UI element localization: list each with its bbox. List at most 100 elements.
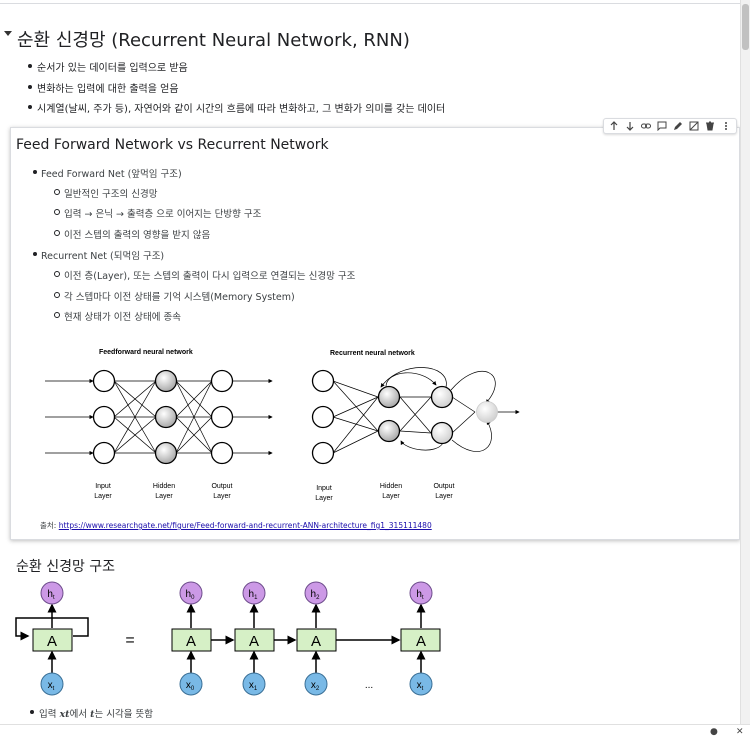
sub-bullet-item: 각 스텝마다 이전 상태를 기억 시스템(Memory System) (54, 289, 295, 303)
ff-figure-title: Feedforward neural network (99, 349, 193, 356)
x-node-label: x (311, 680, 316, 691)
x-node-sub: t (422, 686, 424, 692)
rn-input-label-2: Layer (315, 495, 333, 502)
rn-input-label-1: Input (316, 485, 332, 492)
cell-a-label: A (47, 633, 57, 650)
rnn-unrolled-diagram: A ht xt = A h0 x0 (15, 581, 441, 696)
h-node-label: h (311, 589, 317, 600)
bullet-item-rn: Recurrent Net (되먹임 구조) (32, 248, 164, 262)
section-heading: 순환 신경망 (Recurrent Neural Network, RNN) (17, 30, 410, 51)
cell-a-label: A (416, 633, 426, 650)
x-node-label: x (48, 680, 53, 691)
mirror-cell-icon[interactable] (688, 120, 700, 132)
bullet-item-ff: Feed Forward Net (앞먹임 구조) (33, 166, 182, 180)
h-node-sub: 1 (254, 595, 258, 601)
comment-icon[interactable] (656, 120, 668, 132)
h-node-label: h (249, 589, 255, 600)
svg-text:x1: x1 (249, 680, 258, 692)
sub-bullet-item: 현재 상태가 이전 상태에 종속 (54, 309, 181, 323)
h-node-label: h (186, 589, 192, 600)
x-node-sub: 2 (316, 686, 320, 692)
rn-network (332, 367, 520, 454)
equals-sign: = (125, 632, 134, 649)
svg-text:x0: x0 (186, 680, 195, 692)
cell-toolbar (603, 118, 737, 134)
ff-nodes (92, 369, 234, 465)
rn-hidden-label-1: Hidden (380, 483, 402, 490)
ff-input-label-1: Input (95, 483, 111, 490)
unrolled-cells: A h0 x0 A h1 x1 A (171, 581, 441, 696)
sub-bullet-item: 이전 스텝의 출력의 영향을 받지 않음 (53, 227, 210, 241)
cell-heading: Feed Forward Network vs Recurrent Networ… (16, 137, 329, 153)
rnn-structure-heading: 순환 신경망 구조 (16, 559, 116, 575)
time-note-suffix: 는 시각을 뜻함 (94, 709, 153, 720)
rn-output-label-1: Output (433, 483, 454, 490)
cell-a-label: A (249, 633, 259, 650)
rn-output-node (476, 401, 498, 423)
sub-bullet-item: 일반적인 구조의 신경망 (53, 186, 157, 200)
bullet-item: 변화하는 입력에 대한 출력을 얻음 (28, 80, 179, 95)
var-xt: xt (59, 709, 70, 720)
bottom-bar: ● ✕ (0, 724, 750, 737)
ff-output-label-1: Output (211, 483, 232, 490)
cell-a-label: A (311, 633, 321, 650)
edit-icon[interactable] (672, 120, 684, 132)
scroll-thumb[interactable] (742, 4, 749, 50)
sub-bullet-item: 이전 층(Layer), 또는 스텝의 출력이 다시 입력으로 연결되는 신경망… (53, 268, 355, 282)
h-node-label: h (47, 589, 53, 600)
x-node-sub: t (53, 686, 55, 692)
svg-text:h0: h0 (186, 589, 196, 601)
bullet-item: 순서가 있는 데이터를 입력으로 받음 (28, 59, 188, 74)
source-prefix: 출처: (40, 521, 59, 530)
vertical-scrollbar[interactable] (740, 0, 750, 724)
ff-network (45, 378, 273, 456)
h-node-sub: t (53, 595, 55, 601)
h-node-label: h (416, 589, 422, 600)
more-icon[interactable] (720, 120, 732, 132)
status-dot-icon[interactable]: ● (710, 727, 718, 737)
source-caption: 출처: https://www.researchgate.net/figure/… (40, 520, 432, 531)
x-node-label: x (186, 680, 191, 691)
delete-icon[interactable] (704, 120, 716, 132)
x-node-label: x (417, 680, 422, 691)
ff-output-label-2: Layer (213, 493, 231, 500)
x-node-sub: 0 (191, 686, 195, 692)
rn-figure-title: Recurrent neural network (330, 350, 415, 357)
x-node-label: x (249, 680, 254, 691)
top-divider (0, 3, 740, 4)
svg-text:ht: ht (416, 589, 424, 601)
ff-hidden-label-1: Hidden (153, 483, 175, 490)
rn-nodes (311, 369, 454, 465)
h-node-sub: 0 (191, 595, 195, 601)
link-icon[interactable] (640, 120, 652, 132)
sub-bullet-item: 입력 → 은닉 → 출력층 으로 이어지는 단방향 구조 (53, 206, 261, 220)
source-link[interactable]: https://www.researchgate.net/figure/Feed… (58, 521, 432, 530)
ff-hidden-label-2: Layer (155, 493, 173, 500)
ff-input-label-2: Layer (94, 493, 112, 500)
time-note: 입력 xt에서 t는 시각을 뜻함 (30, 706, 153, 720)
time-note-prefix: 입력 (39, 709, 60, 720)
svg-text:xt: xt (48, 680, 55, 692)
bullet-item: 시계열(날씨, 주가 등), 자연어와 같이 시간의 흐름에 따라 변화하고, … (27, 100, 445, 115)
rolled-rnn: A ht xt (15, 581, 89, 696)
arrow-up-icon[interactable] (608, 120, 620, 132)
svg-text:xt: xt (417, 680, 424, 692)
rn-hidden-label-2: Layer (382, 493, 400, 500)
svg-text:h1: h1 (249, 589, 259, 601)
svg-text:ht: ht (47, 589, 55, 601)
x-node-sub: 1 (254, 686, 258, 692)
ff-vs-rnn-figure: Feedforward neural network Recurrent neu… (45, 349, 520, 502)
svg-text:h2: h2 (311, 589, 321, 601)
h-node-sub: t (422, 595, 424, 601)
h-node-sub: 2 (316, 595, 320, 601)
rn-output-label-2: Layer (435, 493, 453, 500)
time-note-mid: 에서 (69, 709, 91, 720)
text-cell-ff-vs-rnn[interactable]: Feed Forward Network vs Recurrent Networ… (10, 127, 740, 540)
var-t: t (90, 709, 95, 720)
ellipsis: ... (365, 680, 373, 691)
collapse-caret-icon[interactable] (4, 31, 12, 36)
close-icon[interactable]: ✕ (736, 727, 744, 737)
arrow-down-icon[interactable] (624, 120, 636, 132)
cell-a-label: A (186, 633, 196, 650)
